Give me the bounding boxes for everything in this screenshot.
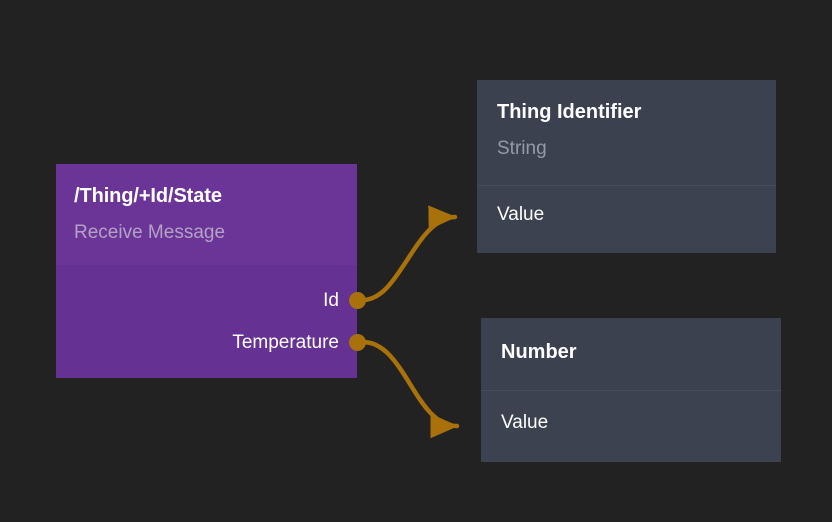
node-body: Id Temperature — [56, 265, 357, 378]
node-title: Number — [501, 341, 577, 363]
output-port-dot-temperature[interactable] — [349, 334, 366, 351]
node-thing-identifier[interactable]: Thing Identifier String Value — [477, 80, 776, 253]
output-port-label: Temperature — [232, 332, 339, 353]
node-receive-message[interactable]: /Thing/+Id/State Receive Message Id Temp… — [56, 164, 357, 378]
node-subtitle: String — [497, 138, 547, 159]
output-port-dot-id[interactable] — [349, 292, 366, 309]
node-title: Thing Identifier — [497, 101, 642, 123]
edge-temperature-to-number-value[interactable] — [360, 339, 460, 439]
edge-id-to-thing-identifier-value[interactable] — [360, 205, 458, 303]
node-header: Number — [481, 318, 781, 390]
node-body: Value — [481, 390, 781, 462]
input-port-label: Value — [497, 204, 545, 225]
node-header: Thing Identifier String — [477, 80, 776, 185]
input-port-value[interactable]: Value — [497, 203, 756, 227]
node-number[interactable]: Number Value — [481, 318, 781, 462]
input-port-value[interactable]: Value — [501, 411, 761, 435]
node-body: Value — [477, 185, 776, 253]
node-title: /Thing/+Id/State — [74, 185, 222, 207]
output-port-label: Id — [323, 290, 339, 311]
input-port-label: Value — [501, 412, 549, 433]
output-port-id[interactable]: Id — [323, 290, 339, 312]
node-subtitle: Receive Message — [74, 222, 226, 243]
output-port-temperature[interactable]: Temperature — [232, 332, 339, 354]
node-header: /Thing/+Id/State Receive Message — [56, 164, 357, 265]
